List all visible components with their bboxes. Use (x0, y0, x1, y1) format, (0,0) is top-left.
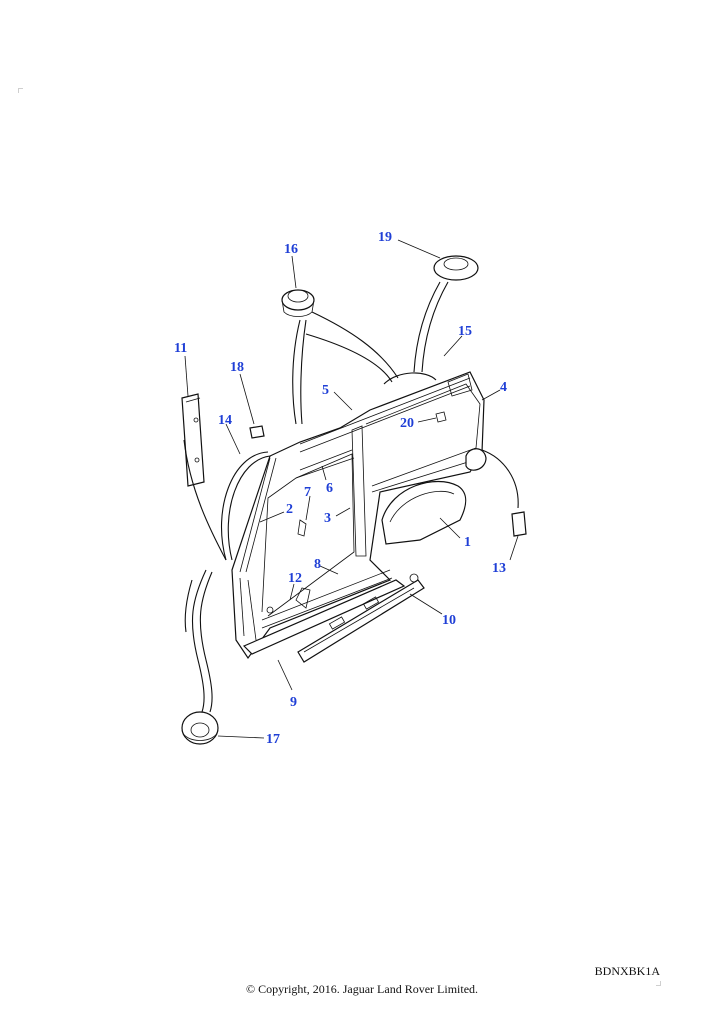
callout-19: 19 (378, 230, 392, 245)
callout-4: 4 (500, 380, 507, 395)
clip-part (249, 425, 265, 439)
clip-part-rear (511, 511, 527, 537)
grommet-large (433, 255, 479, 281)
side-body-panel (231, 371, 485, 660)
callout-9: 9 (290, 695, 297, 710)
grommet-top (281, 289, 315, 317)
copyright-notice: © Copyright, 2016. Jaguar Land Rover Lim… (245, 982, 479, 996)
grommet-bottom (181, 711, 219, 745)
leader-lines (184, 239, 519, 739)
callout-1: 1 (464, 535, 471, 550)
pillar-bracket (181, 393, 205, 487)
callout-5: 5 (322, 383, 329, 398)
callout-17: 17 (266, 732, 280, 747)
callout-14: 14 (218, 413, 232, 428)
callout-20: 20 (400, 416, 414, 431)
callout-11: 11 (174, 341, 187, 356)
sill-panel (297, 573, 425, 663)
callout-8: 8 (314, 557, 321, 572)
callout-labels: 1 2 3 4 5 6 7 8 9 10 11 12 13 14 15 16 1… (174, 230, 507, 747)
callout-13: 13 (492, 561, 506, 576)
callout-3: 3 (324, 511, 331, 526)
callout-12: 12 (288, 571, 302, 586)
drain-tubes (183, 281, 519, 713)
wheel-arch (381, 480, 467, 545)
callout-18: 18 (230, 360, 244, 375)
callout-15: 15 (458, 324, 472, 339)
callout-7: 7 (304, 485, 311, 500)
image-code: BDNXBK1A (594, 964, 660, 978)
callout-16: 16 (284, 242, 298, 257)
corner-mark-top-left (18, 88, 23, 93)
callout-6: 6 (326, 481, 333, 496)
callout-10: 10 (442, 613, 456, 628)
callout-2: 2 (286, 502, 293, 517)
